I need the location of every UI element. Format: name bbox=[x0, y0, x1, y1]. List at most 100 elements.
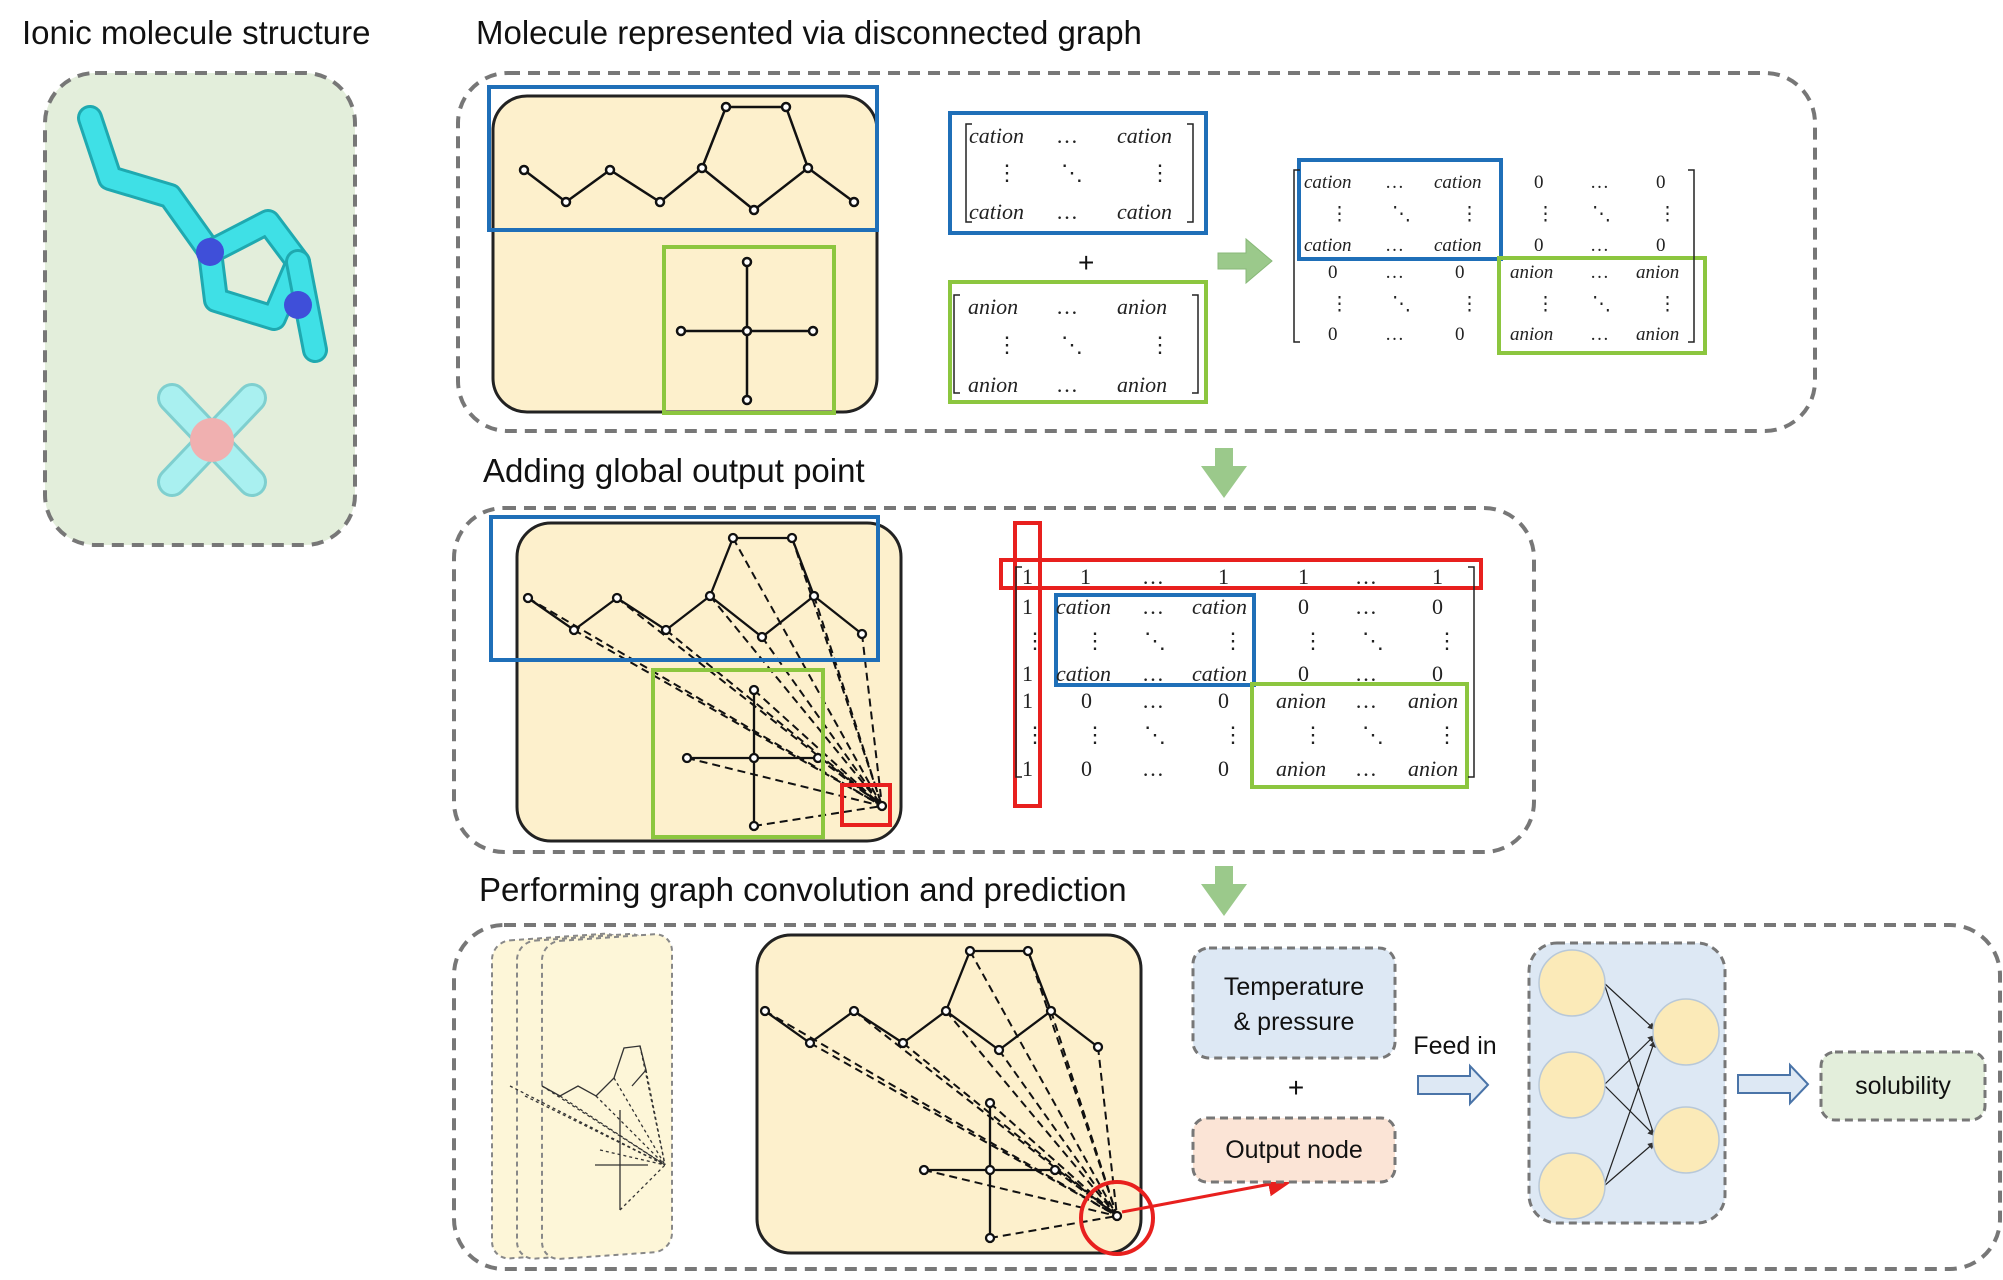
disconnected-graph-panel bbox=[456, 71, 1817, 433]
svg-text:1: 1 bbox=[1080, 564, 1091, 589]
svg-text:0: 0 bbox=[1534, 172, 1544, 193]
neural-network bbox=[1538, 949, 1720, 1220]
output-node-pointer bbox=[1121, 1172, 1295, 1214]
pressure-label: & pressure bbox=[1234, 1008, 1355, 1036]
svg-text:⋮: ⋮ bbox=[1658, 204, 1677, 225]
svg-text:cation: cation bbox=[1192, 594, 1247, 619]
svg-text:…: … bbox=[1056, 372, 1078, 397]
down-arrow-icon bbox=[1201, 448, 1247, 498]
svg-text:cation: cation bbox=[1117, 123, 1172, 148]
svg-text:anion: anion bbox=[1636, 324, 1679, 345]
svg-text:0: 0 bbox=[1328, 324, 1338, 345]
svg-text:…: … bbox=[1355, 688, 1377, 713]
svg-text:…: … bbox=[1142, 564, 1164, 589]
svg-text:…: … bbox=[1142, 594, 1164, 619]
anion-matrix: anion … anion ⋮ ⋱ ⋮ anion … anion bbox=[948, 280, 1208, 404]
neuron-icon bbox=[1538, 1152, 1606, 1220]
svg-text:anion: anion bbox=[1117, 372, 1167, 397]
cation-box bbox=[487, 85, 879, 232]
svg-text:cation: cation bbox=[1304, 172, 1352, 193]
svg-text:0: 0 bbox=[1656, 235, 1666, 256]
right-arrow-icon bbox=[1737, 1062, 1810, 1106]
svg-text:anion: anion bbox=[1276, 688, 1326, 713]
neuron-icon bbox=[1538, 1051, 1606, 1119]
svg-text:⋱: ⋱ bbox=[1362, 628, 1384, 653]
svg-text:cation: cation bbox=[1434, 172, 1482, 193]
svg-text:anion: anion bbox=[1636, 262, 1679, 283]
svg-text:cation: cation bbox=[1434, 235, 1482, 256]
svg-text:0: 0 bbox=[1534, 235, 1544, 256]
svg-text:⋮: ⋮ bbox=[1149, 332, 1171, 357]
solubility-label: solubility bbox=[1855, 1072, 1951, 1100]
svg-text:⋱: ⋱ bbox=[1392, 204, 1411, 225]
svg-text:1: 1 bbox=[1218, 564, 1229, 589]
svg-text:⋮: ⋮ bbox=[996, 332, 1018, 357]
temperature-label: Temperature bbox=[1224, 973, 1364, 1001]
molecule-3d-icon bbox=[77, 105, 328, 497]
svg-text:anion: anion bbox=[1510, 262, 1553, 283]
title-graph-convolution: Performing graph convolution and predict… bbox=[479, 871, 1127, 908]
svg-text:cation: cation bbox=[1056, 661, 1111, 686]
svg-text:⋮: ⋮ bbox=[1460, 294, 1479, 315]
svg-text:…: … bbox=[1590, 172, 1609, 193]
anion-graph bbox=[675, 256, 819, 406]
svg-text:0: 0 bbox=[1328, 262, 1338, 283]
svg-text:⋮: ⋮ bbox=[1536, 204, 1555, 225]
svg-text:⋮: ⋮ bbox=[1302, 628, 1324, 653]
svg-text:1: 1 bbox=[1432, 564, 1443, 589]
svg-text:cation: cation bbox=[969, 199, 1024, 224]
svg-text:…: … bbox=[1142, 756, 1164, 781]
svg-text:anion: anion bbox=[1408, 688, 1458, 713]
svg-text:…: … bbox=[1355, 756, 1377, 781]
svg-text:⋱: ⋱ bbox=[1061, 160, 1083, 185]
plus-sign: + bbox=[1078, 247, 1094, 278]
svg-text:1: 1 bbox=[1298, 564, 1309, 589]
svg-text:⋮: ⋮ bbox=[1460, 204, 1479, 225]
svg-text:anion: anion bbox=[1276, 756, 1326, 781]
svg-text:⋱: ⋱ bbox=[1592, 204, 1611, 225]
svg-text:…: … bbox=[1056, 123, 1078, 148]
svg-text:…: … bbox=[1142, 688, 1164, 713]
svg-text:⋮: ⋮ bbox=[1302, 722, 1324, 747]
global-anion-box bbox=[651, 668, 825, 839]
feed-in-label: Feed in bbox=[1413, 1032, 1496, 1060]
svg-text:cation: cation bbox=[969, 123, 1024, 148]
global-output-panel bbox=[452, 506, 1536, 854]
svg-text:1: 1 bbox=[1022, 564, 1033, 589]
title-ionic-structure: Ionic molecule structure bbox=[22, 14, 371, 51]
neuron-icon bbox=[1652, 1106, 1720, 1174]
svg-text:⋮: ⋮ bbox=[1084, 722, 1106, 747]
conv-graph bbox=[759, 945, 1123, 1244]
output-node-box bbox=[1191, 1116, 1397, 1184]
svg-text:⋮: ⋮ bbox=[1436, 722, 1458, 747]
conv-layers-stack bbox=[491, 932, 673, 1260]
title-disconnected-graph: Molecule represented via disconnected gr… bbox=[476, 14, 1142, 51]
svg-text:⋮: ⋮ bbox=[996, 160, 1018, 185]
output-node-highlight bbox=[1079, 1180, 1155, 1256]
svg-text:…: … bbox=[1590, 262, 1609, 283]
svg-text:…: … bbox=[1056, 199, 1078, 224]
output-node-label: Output node bbox=[1225, 1136, 1363, 1164]
svg-text:⋱: ⋱ bbox=[1592, 294, 1611, 315]
graph-background bbox=[491, 94, 879, 414]
svg-text:1: 1 bbox=[1022, 594, 1033, 619]
svg-text:…: … bbox=[1355, 661, 1377, 686]
anion-box bbox=[662, 245, 836, 415]
combined-matrix: cation … cation 0 … 0 ⋮ ⋱ ⋮ ⋮ ⋱ ⋮ cation… bbox=[1293, 158, 1707, 355]
svg-text:0: 0 bbox=[1432, 594, 1443, 619]
svg-text:⋮: ⋮ bbox=[1149, 160, 1171, 185]
svg-text:…: … bbox=[1590, 324, 1609, 345]
svg-text:⋮: ⋮ bbox=[1222, 628, 1244, 653]
svg-text:0: 0 bbox=[1081, 756, 1092, 781]
svg-text:anion: anion bbox=[1510, 324, 1553, 345]
svg-text:⋮: ⋮ bbox=[1330, 294, 1349, 315]
svg-text:0: 0 bbox=[1298, 594, 1309, 619]
global-cation-box bbox=[489, 515, 880, 662]
global-node-box bbox=[840, 783, 892, 827]
title-global-output: Adding global output point bbox=[483, 452, 865, 489]
svg-text:1: 1 bbox=[1022, 688, 1033, 713]
svg-text:anion: anion bbox=[1117, 294, 1167, 319]
svg-text:⋮: ⋮ bbox=[1658, 294, 1677, 315]
neuron-icon bbox=[1538, 949, 1606, 1017]
